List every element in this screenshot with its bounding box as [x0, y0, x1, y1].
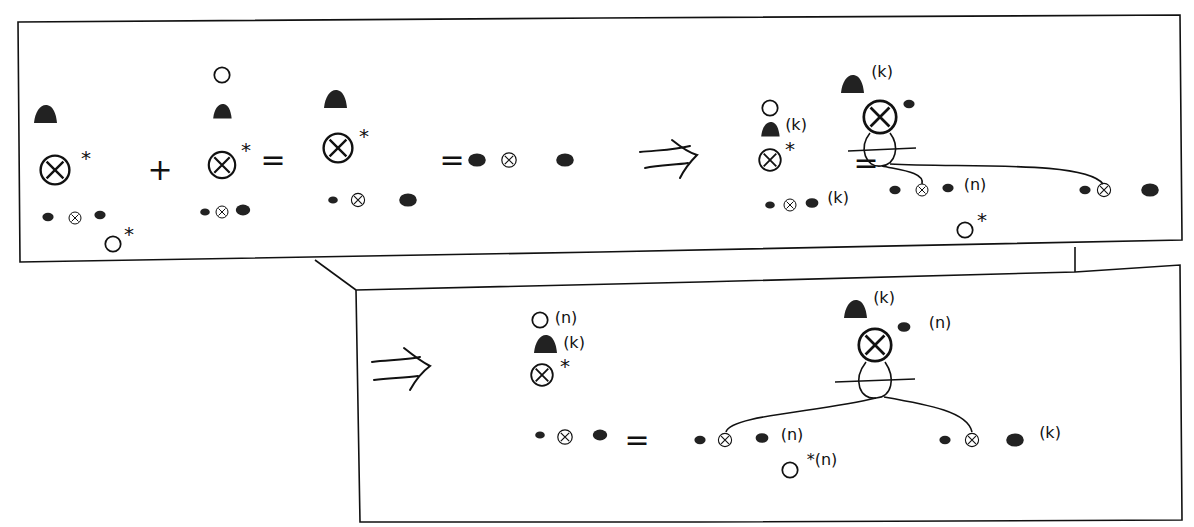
implies-arrow: [372, 140, 697, 390]
equals-sign: =: [439, 145, 464, 175]
equals-sign: =: [853, 148, 878, 178]
index-label: (k): [785, 117, 807, 133]
equals-sign: =: [624, 425, 649, 455]
index-label: (k): [873, 290, 895, 306]
star-mark: *: [359, 126, 369, 146]
index-label: (n): [781, 427, 804, 443]
index-label: (n): [555, 310, 578, 326]
index-label: (k): [1039, 425, 1061, 441]
star-mark: *: [241, 140, 251, 160]
panel-frame: [18, 15, 1182, 522]
star-mark: *: [977, 210, 987, 230]
contraction-wire: [726, 362, 972, 432]
star-mark: *: [560, 356, 570, 376]
index-label: (k): [827, 190, 849, 206]
equals-sign: =: [260, 145, 285, 175]
index-label: (n): [964, 177, 987, 193]
plus-sign: +: [147, 155, 172, 185]
index-label: (k): [871, 64, 893, 80]
index-label: (k): [563, 335, 585, 351]
star-mark: *: [785, 139, 795, 159]
star-mark: *: [124, 224, 134, 244]
star-mark: *: [81, 148, 91, 168]
index-label: (n): [929, 315, 952, 331]
index-label: *(n): [807, 452, 838, 468]
